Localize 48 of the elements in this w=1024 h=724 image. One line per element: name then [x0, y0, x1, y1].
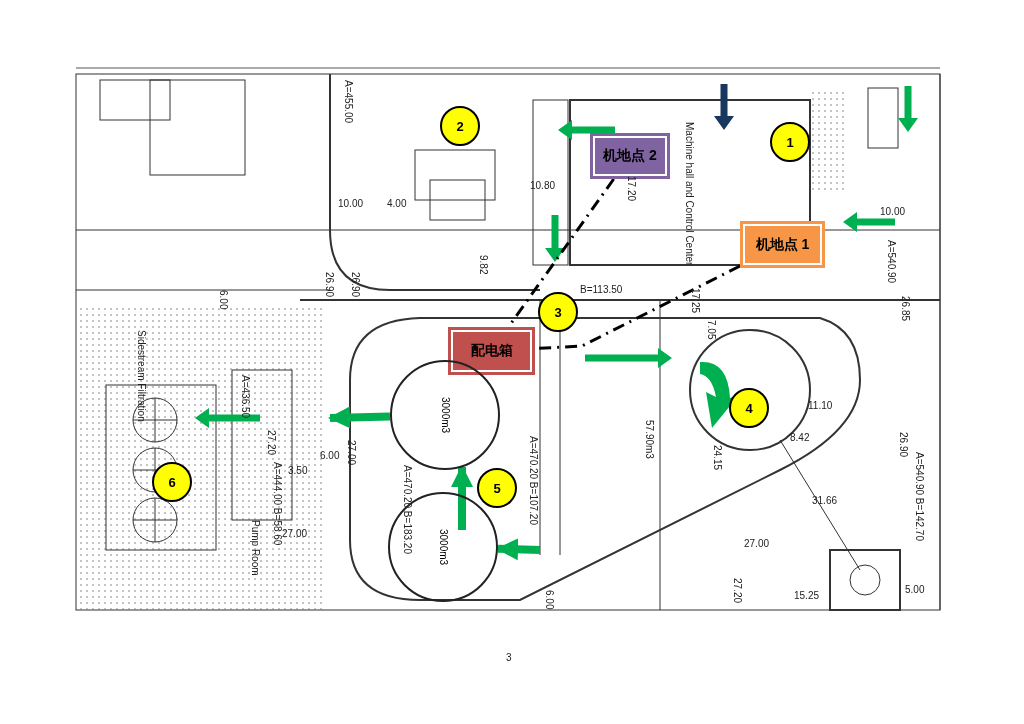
dimension-label: 6.00 [320, 450, 340, 461]
callout-number: 3 [538, 292, 578, 332]
dimension-label: A=470.20 B=107.20 [528, 436, 539, 525]
dimension-label: 5.00 [905, 584, 925, 595]
building-label: Sidestream Filtration [136, 330, 147, 422]
dimension-label: 26.90 [350, 272, 361, 298]
block-arrow [328, 406, 391, 429]
page-number: 3 [506, 652, 512, 663]
dimension-label: B=113.50 [580, 284, 623, 295]
dimension-label: 57.90m3 [644, 420, 655, 459]
dimension-label: 27.20 [266, 430, 277, 456]
dimension-label: 6.00 [218, 290, 229, 310]
dimension-label: 31.66 [812, 495, 838, 506]
dimension-label: 11.10 [808, 400, 833, 411]
building-label: Pump Room [250, 520, 261, 576]
dimension-label: A=540.90 [886, 240, 897, 284]
dimension-label: A=436.50 [240, 375, 251, 419]
dimension-label: 8.42 [790, 432, 810, 443]
dimension-label: 10.00 [338, 198, 364, 209]
block-arrow [496, 538, 541, 561]
callout-number: 2 [440, 106, 480, 146]
dimension-label: 26.90 [898, 432, 909, 458]
dimension-label: 27.00 [744, 538, 770, 549]
dimension-label: 24.15 [712, 445, 723, 471]
dimension-label: 15.25 [794, 590, 820, 601]
dimension-label: 17.20 [626, 176, 637, 202]
location-box: 配电箱 [448, 327, 535, 375]
callout-number: 4 [729, 388, 769, 428]
tank-label: 3000m3 [439, 396, 451, 434]
dimension-label: 10.00 [880, 206, 906, 217]
callout-number: 1 [770, 122, 810, 162]
dimension-label: 10.80 [530, 180, 556, 191]
dimension-label: A=455.00 [343, 80, 354, 124]
dimension-label: 9.82 [478, 255, 489, 275]
dimension-label: 6.00 [544, 590, 555, 610]
tank-label: 3000m3 [437, 528, 449, 566]
dimension-label: 26.90 [324, 272, 335, 298]
dimension-label: 27.00 [282, 528, 308, 539]
dimension-label: 17.25 [690, 288, 701, 314]
dimension-label: 7.05 [706, 320, 717, 340]
dimension-label: 27.00 [346, 440, 357, 466]
dimension-label: 3.50 [288, 465, 308, 476]
dimension-label: A=540.90 B=142.70 [914, 452, 925, 541]
callout-number: 5 [477, 468, 517, 508]
dimension-label: 4.00 [387, 198, 407, 209]
dimension-label: 27.20 [732, 578, 743, 604]
location-box: 机地点 1 [740, 221, 825, 268]
dimension-label: A=444.00 B=58.60 [272, 462, 283, 546]
